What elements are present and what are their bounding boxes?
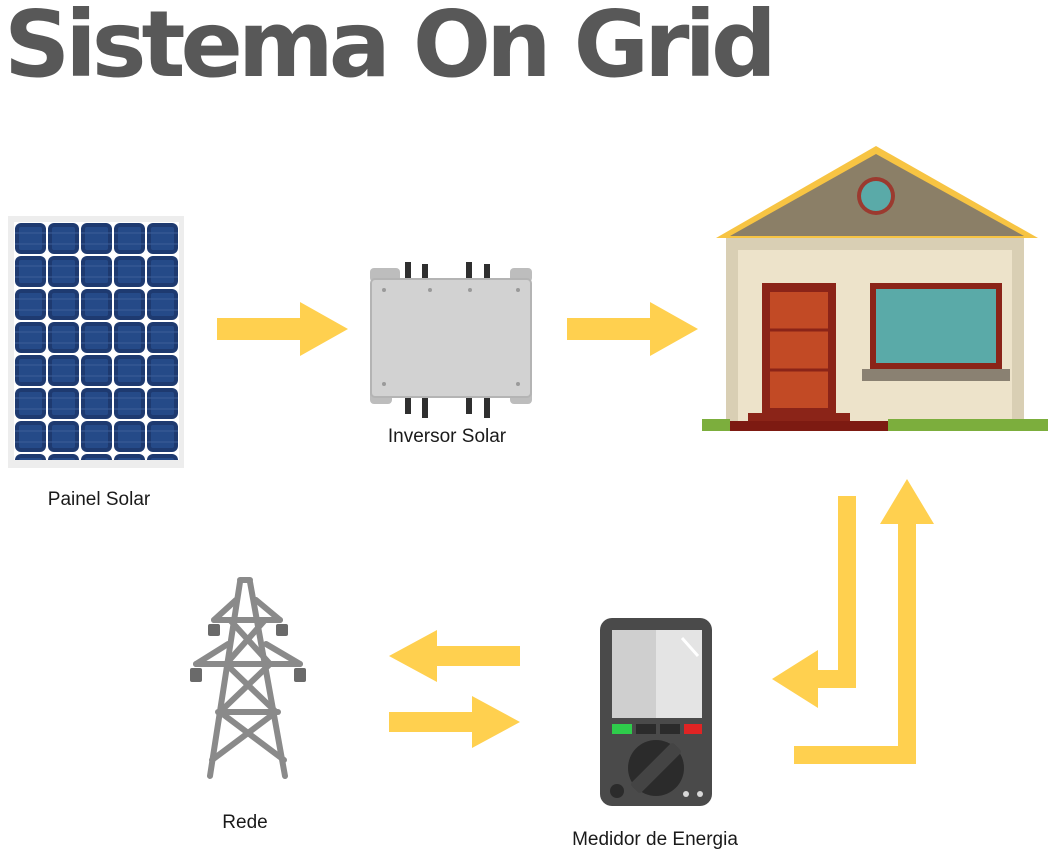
arrow-meter-to-grid — [389, 630, 520, 682]
meter-label: Medidor de Energia — [572, 829, 738, 850]
page-title: Sistema On Grid — [4, 0, 777, 98]
house-icon — [702, 146, 1048, 431]
arrow-grid-to-meter — [389, 696, 520, 748]
transmission-tower-icon — [193, 577, 303, 779]
arrow-right-1 — [217, 302, 348, 356]
arrow-right-2 — [567, 302, 698, 356]
insulators — [190, 624, 306, 682]
inverter-label: Inversor Solar — [387, 426, 507, 447]
grid-label: Rede — [222, 812, 268, 833]
energy-meter-icon — [600, 618, 712, 806]
solar-panel-label: Painel Solar — [47, 489, 151, 510]
solar-panel-icon — [8, 216, 184, 468]
inverter-icon — [370, 262, 532, 418]
arrow-meter-to-house — [794, 479, 934, 764]
arrow-house-to-meter — [772, 496, 856, 708]
